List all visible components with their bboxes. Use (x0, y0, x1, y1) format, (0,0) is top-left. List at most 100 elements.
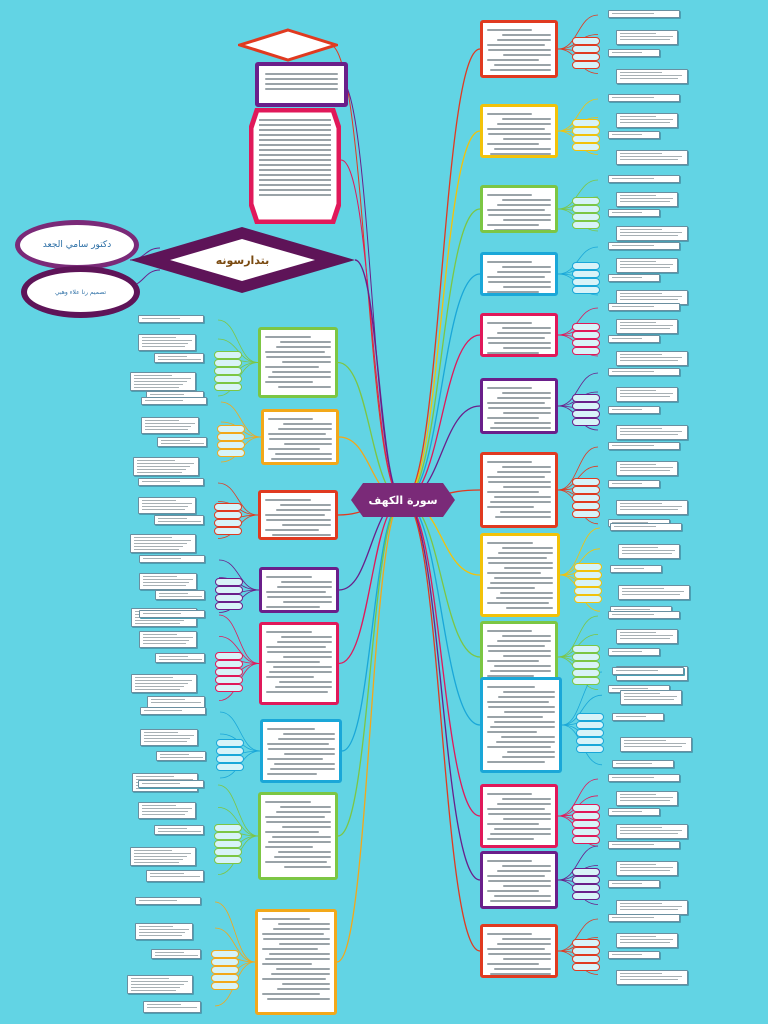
branch-label[interactable] (576, 721, 604, 729)
branch-label[interactable] (214, 503, 242, 511)
branch-label[interactable] (572, 884, 600, 892)
detail-leaf[interactable] (610, 523, 682, 531)
detail-leaf[interactable] (139, 631, 197, 649)
detail-leaf[interactable] (608, 611, 680, 619)
detail-leaf[interactable] (608, 406, 660, 414)
branch-label[interactable] (214, 511, 242, 519)
branch-label[interactable] (572, 804, 600, 812)
detail-leaf[interactable] (608, 880, 660, 888)
branch-label[interactable] (214, 848, 242, 856)
intro-box[interactable] (255, 62, 348, 107)
branch-label[interactable] (214, 374, 242, 383)
branch-label[interactable] (572, 478, 600, 486)
branch-label[interactable] (574, 579, 602, 587)
detail-leaf[interactable] (616, 899, 688, 915)
branch-label[interactable] (572, 394, 600, 402)
detail-leaf[interactable] (612, 713, 664, 722)
topics-hexagon[interactable] (249, 108, 341, 224)
branch-label[interactable] (215, 602, 243, 610)
detail-leaf[interactable] (616, 932, 678, 948)
detail-leaf[interactable] (616, 258, 678, 273)
detail-leaf[interactable] (616, 149, 688, 165)
detail-leaf[interactable] (154, 353, 204, 363)
branch-label[interactable] (572, 143, 600, 151)
branch-label[interactable] (216, 763, 244, 771)
topic-box[interactable] (480, 104, 558, 158)
detail-leaf[interactable] (608, 303, 680, 311)
branch-label[interactable] (572, 339, 600, 347)
detail-leaf[interactable] (616, 629, 678, 645)
detail-leaf[interactable] (141, 417, 199, 434)
branch-label[interactable] (214, 832, 242, 840)
detail-leaf[interactable] (608, 131, 660, 139)
detail-leaf[interactable] (139, 572, 197, 590)
branch-label[interactable] (215, 675, 243, 684)
topic-box[interactable] (480, 452, 558, 528)
branch-label[interactable] (572, 37, 600, 45)
detail-leaf[interactable] (616, 319, 678, 334)
topic-box[interactable] (255, 909, 337, 1015)
detail-leaf[interactable] (616, 387, 678, 402)
branch-label[interactable] (572, 127, 600, 135)
detail-leaf[interactable] (616, 29, 678, 45)
branch-label[interactable] (572, 661, 600, 669)
detail-leaf[interactable] (616, 860, 678, 876)
branch-label[interactable] (574, 595, 602, 603)
branch-label[interactable] (572, 868, 600, 876)
detail-leaf[interactable] (135, 923, 193, 940)
detail-leaf[interactable] (608, 442, 680, 450)
center-node[interactable]: سورة الكهف (351, 483, 455, 517)
detail-leaf[interactable] (608, 841, 680, 849)
branch-label[interactable] (216, 747, 244, 755)
detail-leaf[interactable] (146, 869, 204, 882)
detail-leaf[interactable] (140, 729, 198, 746)
detail-leaf[interactable] (138, 802, 196, 820)
branch-label[interactable] (572, 963, 600, 971)
detail-leaf[interactable] (616, 790, 678, 806)
topic-box[interactable] (480, 185, 558, 233)
detail-leaf[interactable] (138, 780, 204, 788)
branch-label[interactable] (214, 366, 242, 375)
detail-leaf[interactable] (130, 533, 196, 553)
branch-label[interactable] (572, 45, 600, 53)
detail-leaf[interactable] (616, 824, 688, 840)
detail-leaf[interactable] (616, 68, 688, 84)
branch-label[interactable] (572, 270, 600, 278)
detail-leaf[interactable] (138, 315, 204, 323)
detail-leaf[interactable] (130, 847, 196, 867)
branch-label[interactable] (572, 53, 600, 61)
detail-leaf[interactable] (130, 372, 196, 391)
branch-label[interactable] (572, 510, 600, 518)
branch-label[interactable] (572, 205, 600, 213)
designer-oval[interactable]: تصميم رنا علاء وهبي (21, 266, 140, 318)
author-oval[interactable]: دكتور سامي الجعد (15, 220, 139, 270)
topic-box[interactable] (480, 313, 558, 357)
detail-leaf[interactable] (616, 425, 688, 440)
branch-label[interactable] (572, 347, 600, 355)
detail-leaf[interactable] (608, 647, 660, 656)
branch-label[interactable] (572, 828, 600, 836)
branch-label[interactable] (572, 135, 600, 143)
topic-box[interactable] (480, 924, 558, 978)
branch-label[interactable] (216, 755, 244, 763)
detail-leaf[interactable] (141, 397, 207, 405)
branch-label[interactable] (572, 331, 600, 339)
branch-label[interactable] (572, 669, 600, 677)
branch-label[interactable] (572, 262, 600, 270)
branch-label[interactable] (572, 653, 600, 661)
banner-node[interactable]: بتدارسونه (130, 227, 355, 293)
detail-leaf[interactable] (608, 335, 660, 343)
branch-label[interactable] (215, 594, 243, 602)
branch-label[interactable] (211, 950, 239, 958)
branch-label[interactable] (576, 745, 604, 753)
detail-leaf[interactable] (140, 707, 206, 715)
branch-label[interactable] (214, 527, 242, 535)
detail-leaf[interactable] (138, 496, 196, 514)
branch-label[interactable] (572, 323, 600, 331)
detail-leaf[interactable] (608, 274, 660, 282)
branch-label[interactable] (574, 563, 602, 571)
branch-label[interactable] (214, 824, 242, 832)
topic-box[interactable] (480, 851, 558, 909)
detail-leaf[interactable] (616, 351, 688, 366)
branch-label[interactable] (572, 494, 600, 502)
